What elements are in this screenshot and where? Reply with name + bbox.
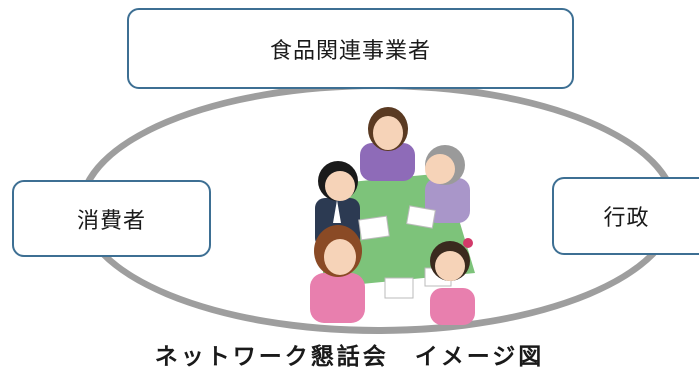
node-government: 行政 <box>552 177 699 255</box>
diagram-caption: ネットワーク懇話会 イメージ図 <box>154 344 545 370</box>
person-elder <box>425 145 470 223</box>
person-woman <box>310 225 365 323</box>
node-food-business-label: 食品関連事業者 <box>269 38 431 64</box>
node-food-business: 食品関連事業者 <box>127 8 574 89</box>
node-consumer-label: 消費者 <box>76 208 146 234</box>
node-government-label: 行政 <box>603 206 650 231</box>
node-consumer: 消費者 <box>12 180 211 257</box>
meeting-illustration <box>310 107 475 325</box>
person-girl <box>430 238 475 325</box>
person-top <box>360 107 415 181</box>
